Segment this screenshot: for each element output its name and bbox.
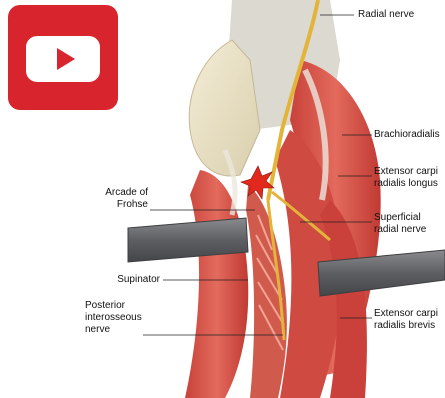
label-superficial-radial-nerve: Superficial radial nerve xyxy=(374,212,426,236)
label-ecrl: Extensor carpi radialis longus xyxy=(374,166,438,190)
label-brachioradialis: Brachioradialis xyxy=(374,129,440,141)
label-arcade-of-frohse: Arcade of Frohse xyxy=(88,187,148,211)
label-radial-nerve: Radial nerve xyxy=(358,9,414,21)
forearm-extensor-mass-left xyxy=(185,170,248,398)
label-ecrb: Extensor carpi radialis brevis xyxy=(374,308,438,332)
play-video-button[interactable] xyxy=(8,5,118,110)
youtube-play-icon xyxy=(8,5,118,110)
label-supinator: Supinator xyxy=(100,274,160,286)
label-posterior-interosseous-nerve: Posterior interosseous nerve xyxy=(85,300,141,336)
